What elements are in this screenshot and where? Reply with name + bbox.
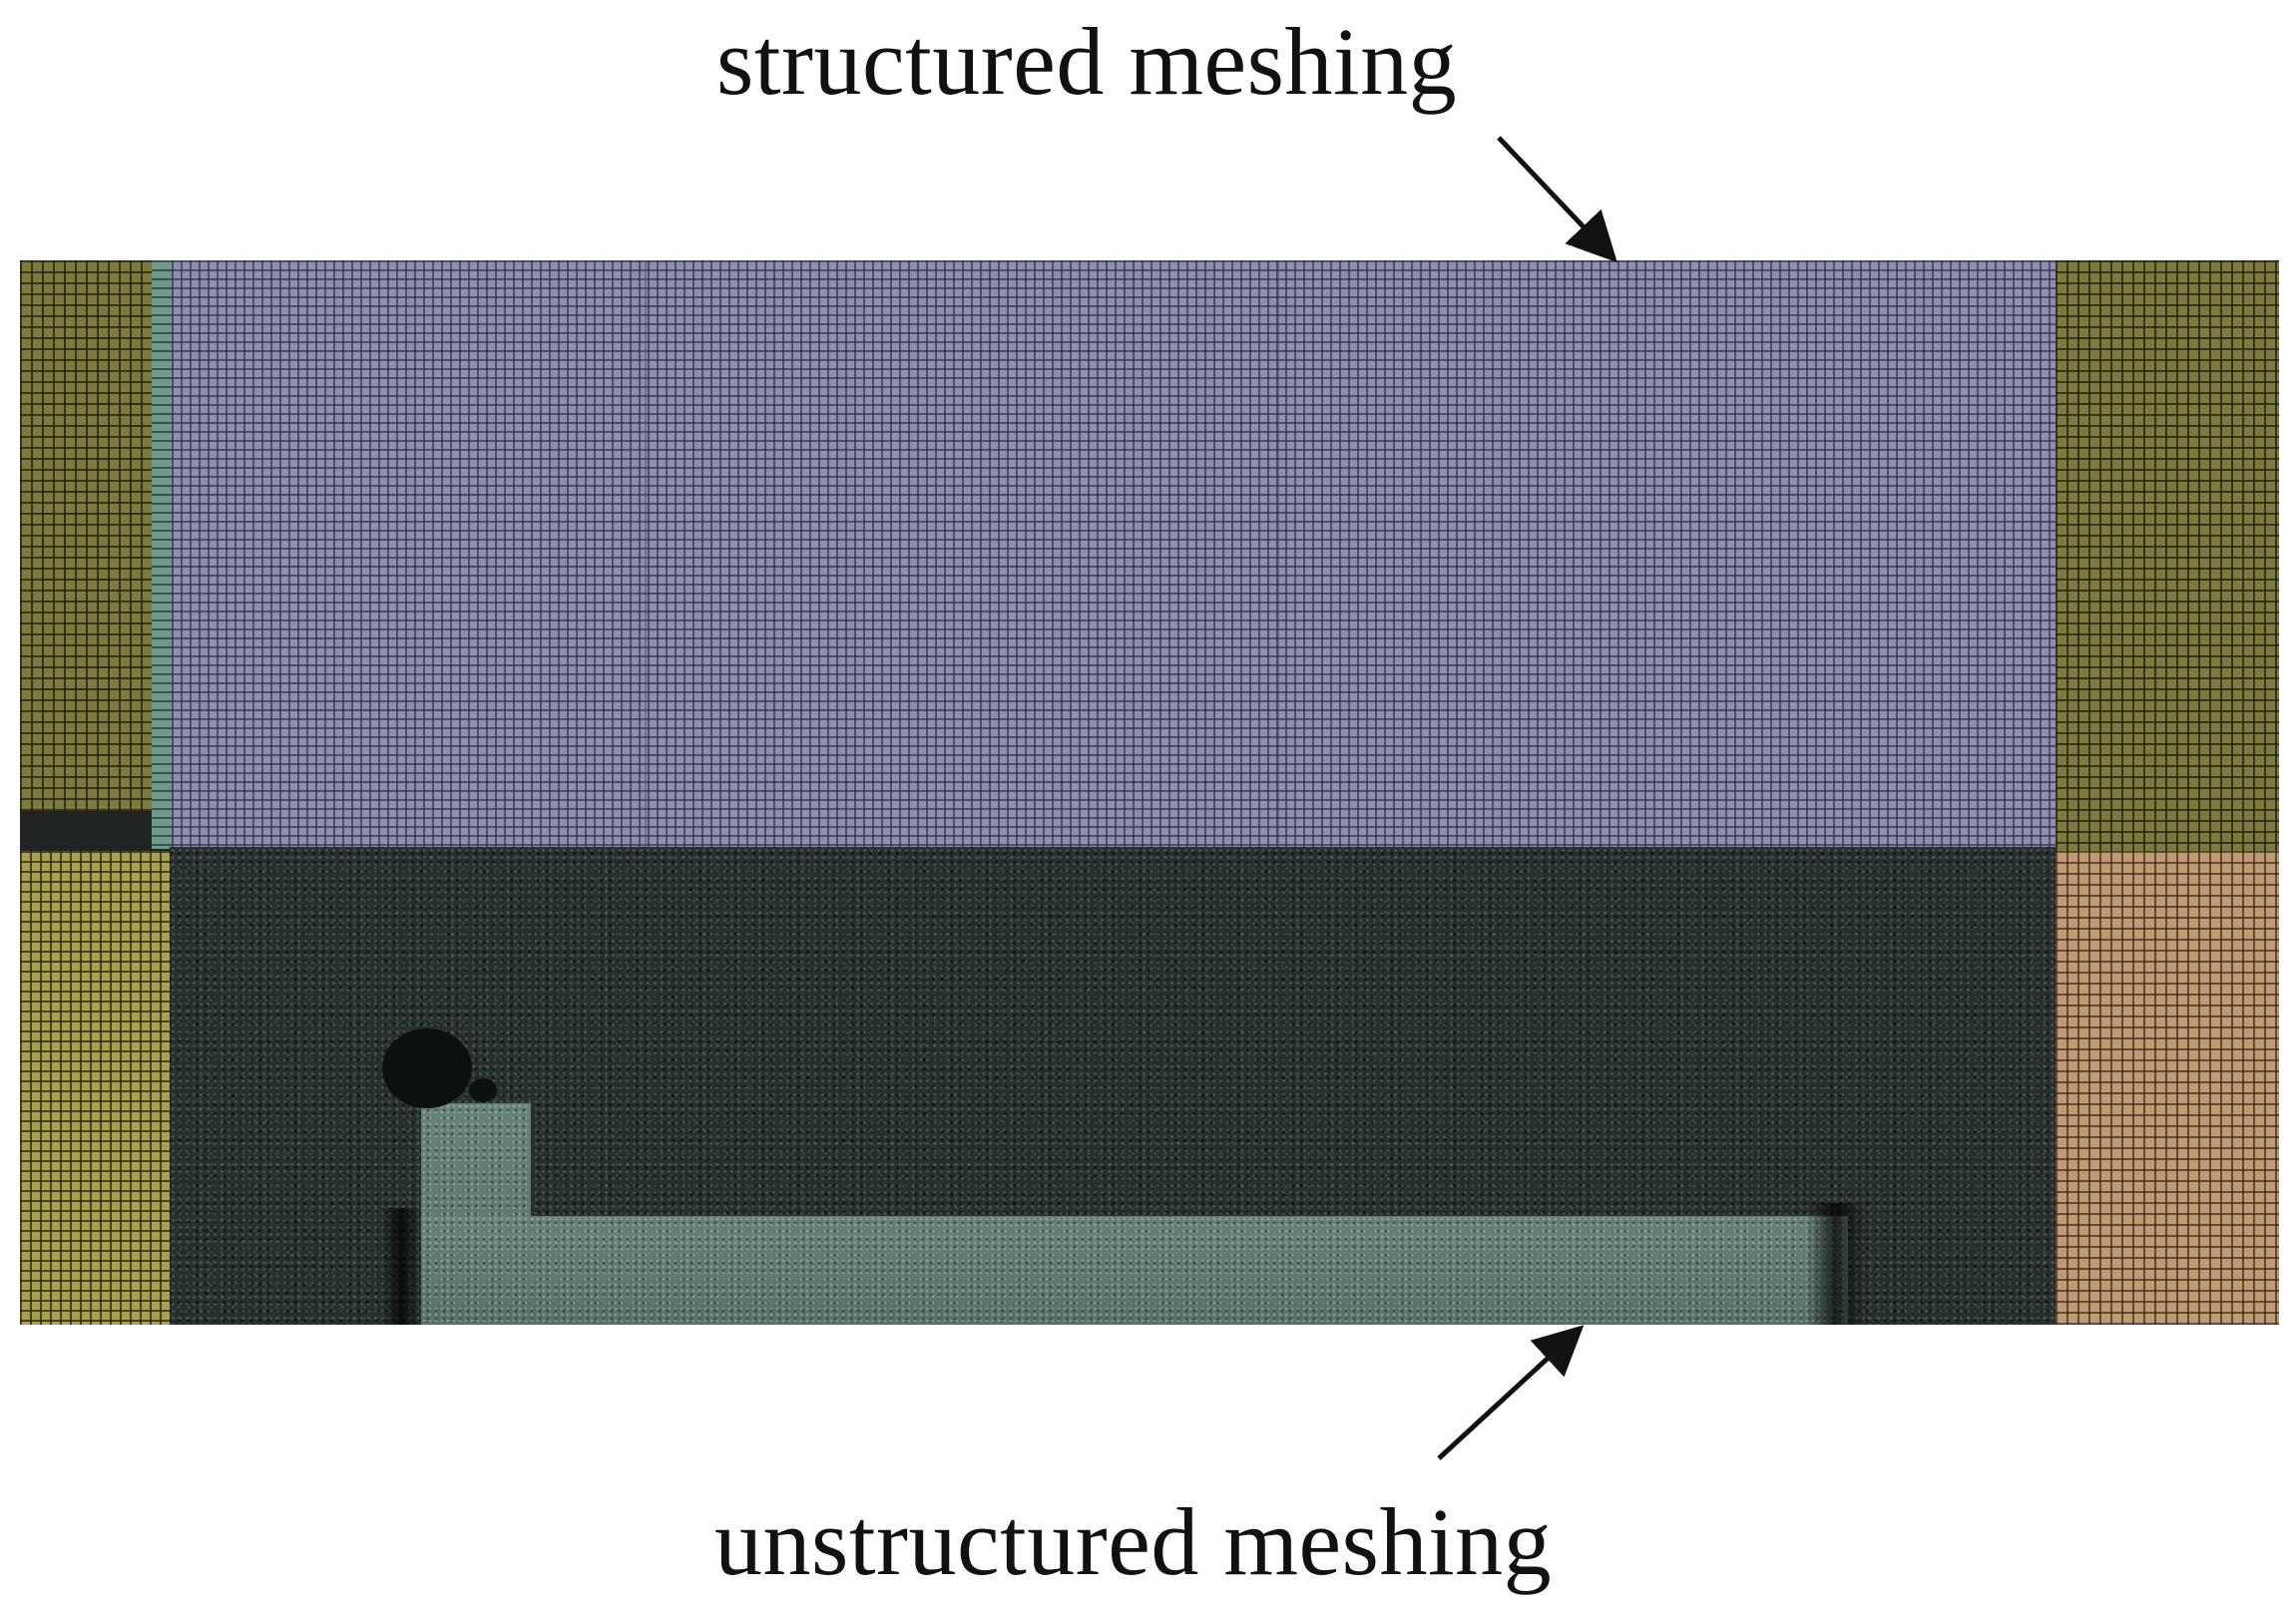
left-upper-structured-zone — [20, 260, 152, 811]
refined-body-horizontal — [421, 1216, 1848, 1325]
structured-arrow — [1497, 136, 1617, 263]
refinement-blob-small — [469, 1078, 497, 1102]
structured-block-seam-2 — [1277, 260, 1279, 847]
structured-meshing-label: structured meshing — [716, 8, 1458, 115]
left-transition-strip — [152, 260, 174, 849]
unstructured-meshing-label: unstructured meshing — [714, 1488, 1553, 1595]
right-edge-band — [1806, 1203, 1866, 1325]
structured-block-seam — [645, 260, 647, 847]
mesh-domain — [20, 260, 2279, 1325]
upper-structured-block — [172, 260, 2056, 847]
right-lower-structured-zone — [2056, 851, 2279, 1325]
unstructured-arrow — [1437, 1325, 1585, 1460]
right-upper-structured-zone — [2056, 260, 2279, 851]
left-lower-structured-zone — [20, 851, 170, 1325]
left-edge-band — [381, 1208, 421, 1325]
refinement-blob — [382, 1028, 472, 1108]
